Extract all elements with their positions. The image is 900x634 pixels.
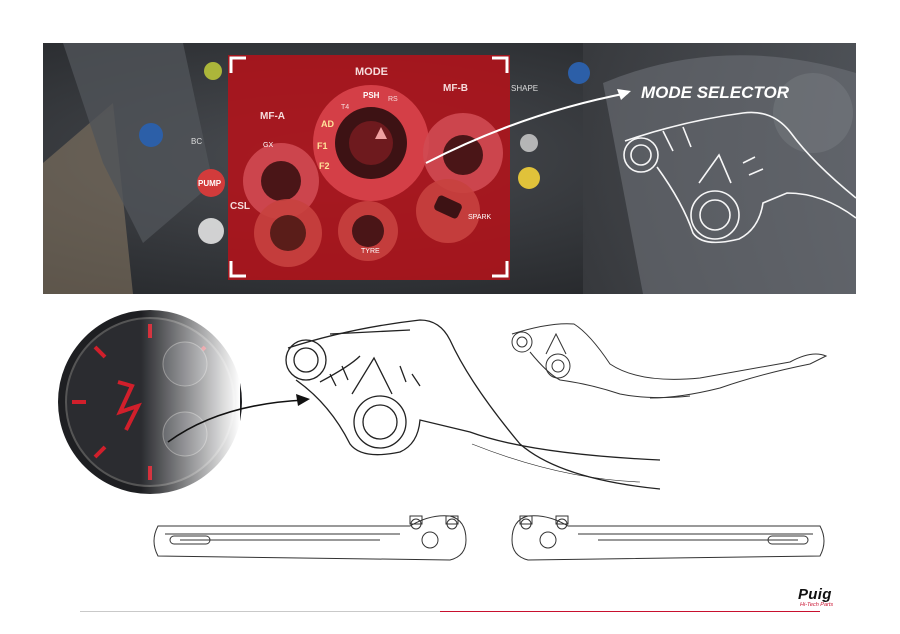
brand-tagline: Hi-Tech Parts: [800, 602, 834, 608]
ad-label: AD: [321, 119, 334, 129]
psh-label: PSH: [363, 91, 380, 100]
f1-label: F1: [317, 141, 328, 151]
white-button-icon: [198, 218, 224, 244]
bc-label: BC: [191, 137, 202, 146]
lever-sketch-side-left: [153, 515, 467, 561]
yellow-button-icon: [518, 167, 540, 189]
blue-button-icon: [139, 123, 163, 147]
pump-label: PUMP: [198, 179, 222, 188]
mf-b-label: MF-B: [443, 83, 468, 94]
lever-sketch-main: [285, 319, 661, 490]
t4-label: T4: [341, 104, 349, 111]
callout-arrow: [425, 92, 629, 164]
pump-button-icon: [197, 169, 225, 197]
grey-button-icon: [520, 134, 538, 152]
steering-wheel-photo: PUMP BC SHAPE MODE PSH MF-A MF-B CSL: [43, 43, 856, 294]
lever-sketch-overlay: [623, 111, 856, 244]
brand-name: Puig: [798, 586, 832, 603]
footer-accent-line: [440, 611, 820, 612]
f2-label: F2: [319, 161, 330, 171]
shape-label: SHAPE: [511, 84, 538, 93]
lever-sketch-perspective: [511, 323, 828, 399]
blue-button-right-icon: [568, 62, 590, 84]
spark-label: SPARK: [468, 214, 492, 221]
brand-logo: Puig Hi-Tech Parts: [788, 586, 880, 612]
gx-label: GX: [263, 142, 273, 149]
rs-label: RS: [388, 96, 398, 103]
watch-dial-illustration: [58, 294, 242, 514]
mf-a-label: MF-A: [260, 111, 285, 122]
mode-label: MODE: [355, 66, 388, 78]
lever-sketch-side-right: [511, 515, 825, 561]
connector-arrow: [167, 399, 306, 443]
focus-brackets: [229, 56, 509, 278]
lever-sketches: [0, 294, 900, 629]
steering-wheel-illustration: PUMP BC SHAPE MODE PSH MF-A MF-B CSL: [43, 43, 856, 294]
tyre-label: TYRE: [361, 248, 380, 255]
csl-label: CSL: [230, 201, 250, 212]
mode-selector-label: MODE SELECTOR: [641, 83, 790, 102]
technical-drawings: [58, 294, 828, 561]
green-button-icon: [204, 62, 222, 80]
